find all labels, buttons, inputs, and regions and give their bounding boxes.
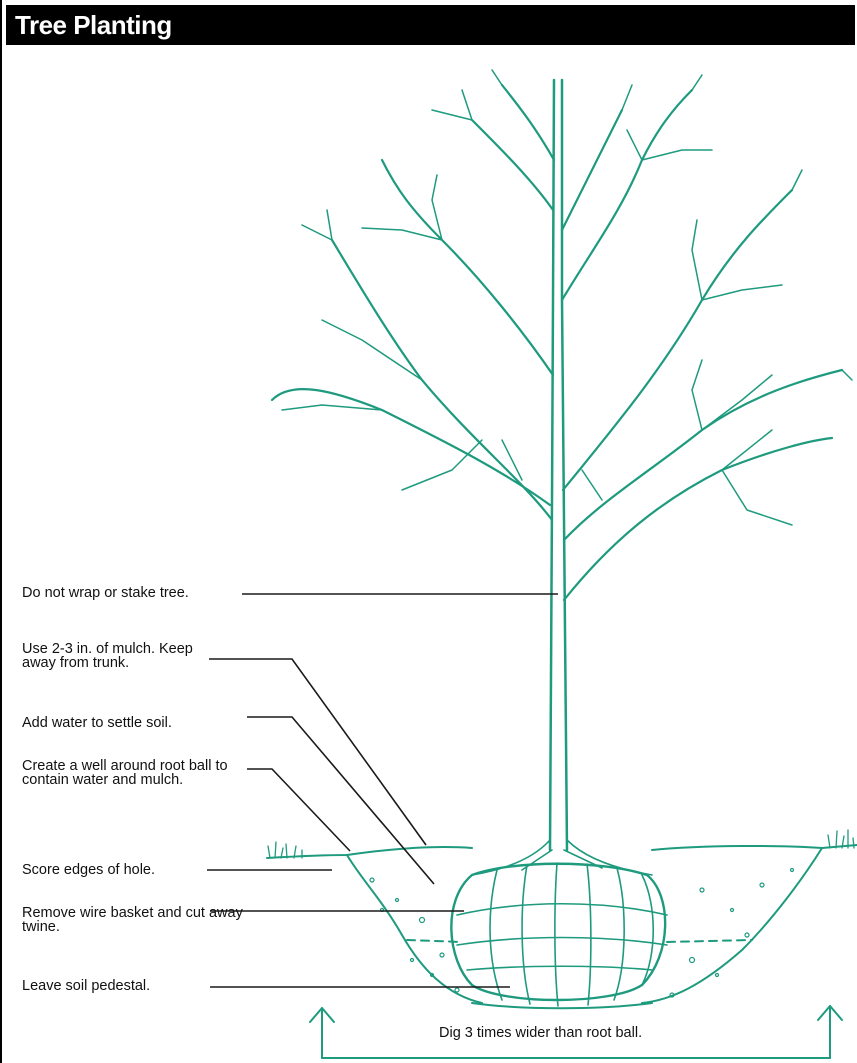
leader-line-well bbox=[247, 769, 350, 851]
label-mulch: Use 2-3 in. of mulch. Keep away from tru… bbox=[22, 642, 222, 670]
tree-trunk bbox=[550, 80, 567, 850]
tree-branches bbox=[272, 85, 842, 600]
label-score: Score edges of hole. bbox=[22, 863, 262, 877]
label-well: Create a well around root ball to contai… bbox=[22, 759, 262, 787]
label-dig: Dig 3 times wider than root ball. bbox=[439, 1026, 642, 1040]
wire-basket bbox=[457, 863, 667, 1006]
label-pedestal: Leave soil pedestal. bbox=[22, 979, 262, 993]
planting-hole bbox=[267, 845, 857, 1008]
soil-texture bbox=[370, 869, 794, 998]
label-wire: Remove wire basket and cut away twine. bbox=[22, 906, 262, 934]
root-ball bbox=[451, 864, 665, 1000]
label-wrap: Do not wrap or stake tree. bbox=[22, 586, 222, 600]
label-water: Add water to settle soil. bbox=[22, 716, 262, 730]
leader-line-water bbox=[247, 717, 434, 884]
